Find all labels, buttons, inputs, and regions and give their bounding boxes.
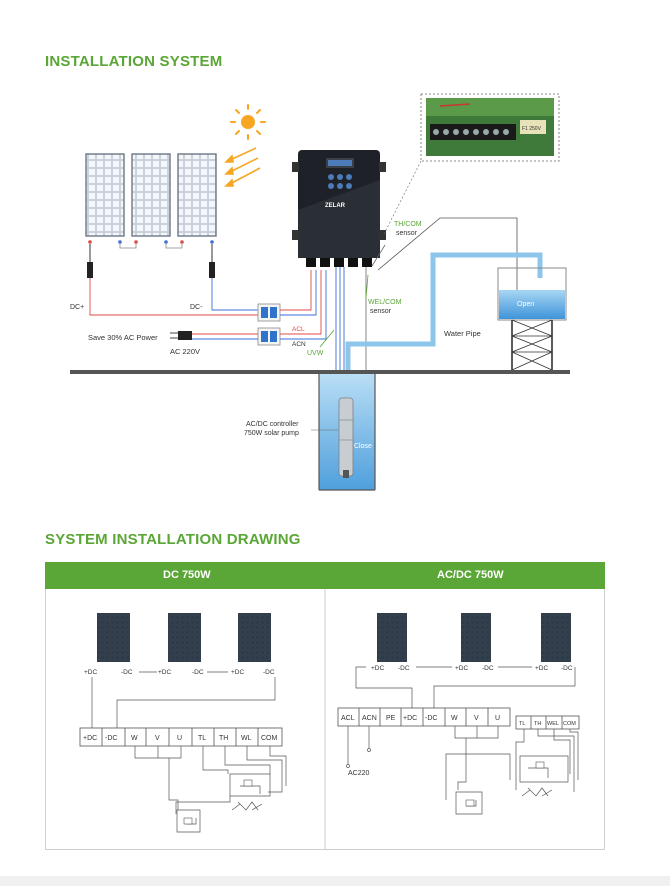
mc4-connector [87, 262, 93, 278]
acdc-750w-diagram: +DC -DC +DC -DC +DC -DC ACL ACN PE [337, 613, 580, 815]
panel-terminal: -DC [398, 665, 410, 672]
installation-system-title: INSTALLATION SYSTEM [45, 53, 223, 70]
ac-220v-label: AC 220V [170, 347, 200, 356]
terminal-label: -DC [425, 715, 437, 722]
panel-terminal: +DC [455, 665, 468, 672]
terminal-label: TL [198, 735, 206, 742]
dc-minus-label: DC- [190, 304, 203, 311]
terminal-label: W [131, 735, 138, 742]
acdc-750w-column-title: AC/DC 750W [437, 569, 504, 581]
dc-750w-column-title: DC 750W [163, 569, 211, 581]
terminal-label: +DC [83, 735, 97, 742]
terminal-label: +DC [403, 715, 417, 722]
mc4-connector [209, 262, 215, 278]
terminal-board-label: F1 250V [522, 126, 542, 132]
ground-line [70, 370, 570, 374]
wiring-diagrams: +DC -DC +DC -DC +DC -DC +DC -DC W [79, 589, 580, 850]
controller-brand: ZELAR [325, 203, 346, 209]
terminal-label: U [495, 715, 500, 722]
controller-terminal-block-right: TL TH WEL COM [515, 715, 580, 730]
solar-panel [461, 613, 491, 662]
solar-panel [238, 613, 271, 662]
installation-diagram: DC+ DC- Save 30% AC Power AC 220V ACL AC… [70, 93, 570, 491]
terminal-label: U [177, 735, 182, 742]
pump-label-line1: AC/DC controller [246, 421, 299, 428]
th-com-label: TH/COM [394, 221, 422, 228]
solar-panel [85, 153, 125, 237]
acn-label: ACN [292, 341, 306, 348]
solar-panel [168, 613, 201, 662]
wel-com-sensor-label: sensor [370, 308, 392, 315]
terminal-board-inset: F1 250V [420, 93, 560, 162]
panel-terminal: -DC [561, 665, 573, 672]
terminal-label: COM [563, 721, 576, 727]
panel-terminal: +DC [535, 665, 548, 672]
system-installation-drawing-title: SYSTEM INSTALLATION DRAWING [45, 531, 301, 548]
solar-pump-controller: ZELAR [292, 150, 386, 267]
panel-terminal: +DC [371, 665, 384, 672]
panel-terminal: -DC [263, 669, 275, 676]
controller-terminal-block-left: ACL ACN PE +DC -DC W V U [337, 707, 511, 727]
terminal-label: W [451, 715, 458, 722]
sunlight-arrows [224, 147, 261, 187]
uvw-label: UVW [307, 350, 324, 357]
solar-panel [541, 613, 571, 662]
table-header: DC 750W AC/DC 750W [45, 562, 605, 589]
sun-icon [230, 104, 266, 140]
terminal-label: V [155, 735, 160, 742]
wel-com-label: WEL/COM [368, 299, 402, 306]
terminal-label: ACL [341, 715, 355, 722]
panel-terminal: +DC [158, 669, 171, 676]
terminal-label: WEL [547, 721, 559, 727]
submersible-pump [338, 397, 354, 478]
terminal-label: COM [261, 735, 278, 742]
terminal-label: TH [219, 735, 228, 742]
well-close-label: Close [354, 443, 372, 450]
ac-plug-icon [170, 331, 258, 340]
water-pipe-label: Water Pipe [444, 329, 481, 338]
ac-breaker [257, 327, 281, 346]
acl-label: ACL [292, 326, 305, 333]
water-tank: Open [497, 267, 567, 372]
solar-panel [377, 613, 407, 662]
solar-panel [97, 613, 130, 662]
panel-terminal: -DC [482, 665, 494, 672]
terminal-label: ACN [362, 715, 377, 722]
dc-breaker [257, 303, 281, 322]
controller-terminal-block: +DC -DC W V U TL TH WL COM [79, 727, 283, 747]
panel-terminal: -DC [121, 669, 133, 676]
panel-terminal: +DC [231, 669, 244, 676]
terminal-label: WL [241, 735, 252, 742]
terminal-label: PE [386, 715, 396, 722]
ac220-label: AC220 [348, 770, 370, 777]
terminal-label: -DC [105, 735, 117, 742]
terminal-label: TL [519, 721, 525, 727]
pump-label-line2: 750W solar pump [244, 430, 299, 437]
save-ac-power-label: Save 30% AC Power [88, 333, 158, 342]
panel-terminal: -DC [192, 669, 204, 676]
tank-open-label: Open [517, 301, 534, 308]
solar-panel [177, 153, 217, 237]
solar-panel [131, 153, 171, 237]
bottom-band [0, 876, 670, 886]
panel-terminal: +DC [84, 669, 97, 676]
dc-plus-label: DC+ [70, 304, 84, 311]
terminal-label: V [474, 715, 479, 722]
th-com-sensor-label: sensor [396, 230, 418, 237]
terminal-label: TH [534, 721, 541, 727]
dc-750w-diagram: +DC -DC +DC -DC +DC -DC +DC -DC W [79, 613, 287, 833]
